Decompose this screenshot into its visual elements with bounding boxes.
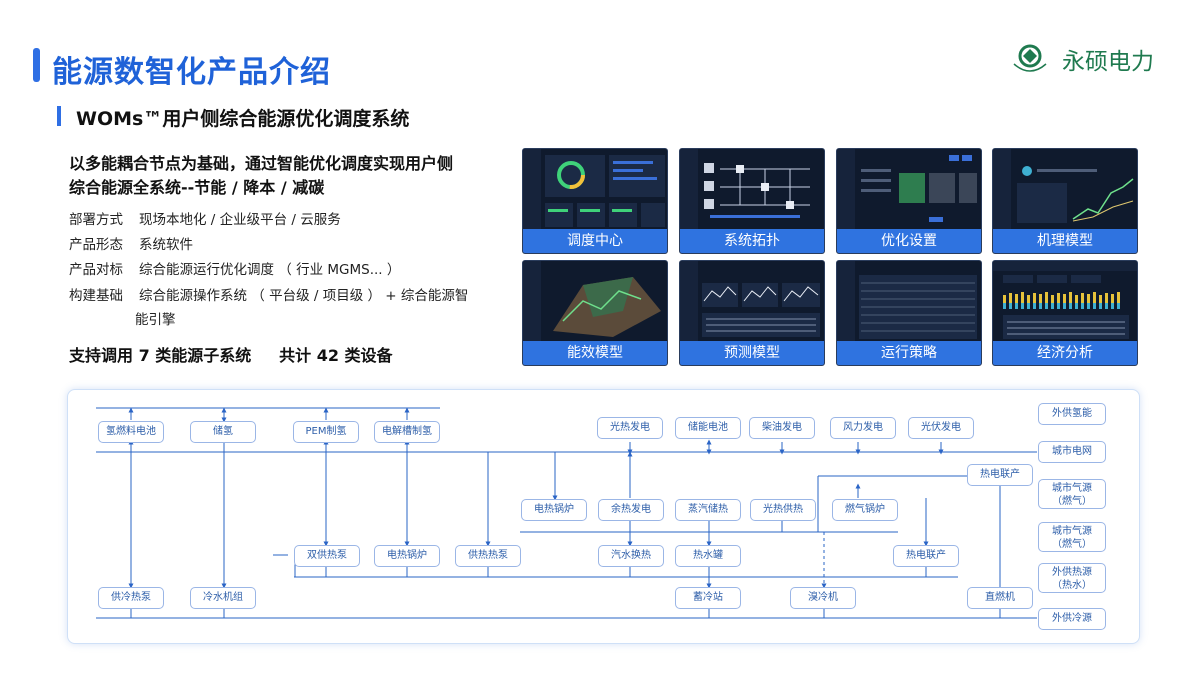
info-row-form: 产品形态系统软件	[69, 235, 193, 255]
headline-line-2: 综合能源全系统--节能 / 降本 / 减碳	[69, 178, 325, 197]
company-logo	[1013, 44, 1047, 72]
screenshot-caption: 经济分析	[993, 341, 1137, 365]
ext-label: （燃气）	[1052, 496, 1092, 507]
diagram-connection-lines	[96, 407, 1037, 619]
screenshot-system-topology[interactable]: 系统拓扑	[679, 148, 825, 254]
info-value: 综合能源运行优化调度 （ 行业 MGMS... ）	[139, 262, 401, 278]
ext-label: 城市气源	[1052, 526, 1092, 537]
node-solar-heat[interactable]: 光热供热	[750, 499, 816, 521]
dispatch-dashboard-preview	[523, 149, 665, 231]
external-heat-supply[interactable]: 外供热源 （热水）	[1038, 563, 1106, 593]
node-steam-exchange[interactable]: 汽水换热	[598, 545, 664, 567]
node-dual-heat-pump[interactable]: 双供热泵	[294, 545, 360, 567]
info-row-benchmark: 产品对标综合能源运行优化调度 （ 行业 MGMS... ）	[69, 260, 400, 280]
node-elec-boiler[interactable]: 电热锅炉	[374, 545, 440, 567]
info-row-foundation-cont: 能引擎	[135, 312, 176, 328]
node-diesel[interactable]: 柴油发电	[749, 417, 815, 439]
screenshot-optimization-settings[interactable]: 优化设置	[836, 148, 982, 254]
strategy-preview	[837, 261, 977, 343]
node-h2-storage[interactable]: 储氢	[190, 421, 256, 443]
forecast-preview	[680, 261, 820, 343]
node-electrolysis[interactable]: 电解槽制氢	[374, 421, 440, 443]
screenshot-caption: 能效模型	[523, 341, 667, 365]
screenshot-caption: 调度中心	[523, 229, 667, 253]
node-chp-bottom[interactable]: 热电联产	[893, 545, 959, 567]
node-chp-top[interactable]: 热电联产	[967, 464, 1033, 486]
subtitle: WOMs™用户侧综合能源优化调度系统	[76, 108, 410, 130]
screenshot-forecast-model[interactable]: 预测模型	[679, 260, 825, 366]
screenshot-caption: 优化设置	[837, 229, 981, 253]
external-h2-supply[interactable]: 外供氢能	[1038, 403, 1106, 425]
node-heat-pump[interactable]: 供热热泵	[455, 545, 521, 567]
node-ice-storage[interactable]: 蓄冷站	[675, 587, 741, 609]
economic-preview	[993, 261, 1137, 339]
external-city-gas-2[interactable]: 城市气源 （燃气）	[1038, 522, 1106, 552]
node-gas-boiler[interactable]: 燃气锅炉	[832, 499, 898, 521]
node-wind[interactable]: 风力发电	[830, 417, 896, 439]
node-hot-water-tank[interactable]: 热水罐	[675, 545, 741, 567]
screenshot-economic-analysis[interactable]: 经济分析	[992, 260, 1138, 366]
support-summary: 支持调用 7 类能源子系统 共计 42 类设备	[69, 346, 393, 365]
ext-label: （燃气）	[1052, 539, 1092, 550]
info-key: 构建基础	[69, 288, 123, 304]
screenshot-caption: 系统拓扑	[680, 229, 824, 253]
node-pem[interactable]: PEM制氢	[293, 421, 359, 443]
node-absorption-chiller[interactable]: 溴冷机	[790, 587, 856, 609]
headline: 以多能耦合节点为基础，通过智能优化调度实现用户侧 综合能源全系统--节能 / 降…	[69, 152, 509, 200]
info-row-foundation: 构建基础综合能源操作系统 （ 平台级 / 项目级 ） + 综合能源智	[69, 286, 468, 306]
info-value: 系统软件	[139, 237, 193, 253]
optimization-preview	[837, 149, 977, 231]
page-title: 能源数智化产品介绍	[52, 55, 331, 90]
info-key: 部署方式	[69, 212, 123, 228]
screenshot-caption: 机理模型	[993, 229, 1137, 253]
topology-preview	[680, 149, 810, 231]
node-pv-thermal-gen[interactable]: 光热发电	[597, 417, 663, 439]
info-key: 产品形态	[69, 237, 123, 253]
ext-label: 城市气源	[1052, 483, 1092, 494]
energy-topology-diagram: 氢燃料电池 储氢 PEM制氢 电解槽制氢 光热发电 储能电池 柴油发电 风力发电…	[67, 389, 1140, 644]
info-value: 现场本地化 / 企业级平台 / 云服务	[139, 212, 341, 228]
screenshot-caption: 预测模型	[680, 341, 824, 365]
external-city-grid[interactable]: 城市电网	[1038, 441, 1106, 463]
ext-label: （热水）	[1052, 580, 1092, 591]
info-row-deploy: 部署方式现场本地化 / 企业级平台 / 云服务	[69, 210, 341, 230]
screenshot-operation-strategy[interactable]: 运行策略	[836, 260, 982, 366]
node-chiller[interactable]: 冷水机组	[190, 587, 256, 609]
screenshot-efficiency-model[interactable]: 能效模型	[522, 260, 668, 366]
brand-name: 永硕电力	[1062, 49, 1154, 75]
info-key: 产品对标	[69, 262, 123, 278]
screenshot-mechanism-model[interactable]: 机理模型	[992, 148, 1138, 254]
screenshot-dispatch-center[interactable]: 调度中心	[522, 148, 668, 254]
title-accent-bar	[33, 48, 40, 82]
ext-label: 外供热源	[1052, 567, 1092, 578]
node-h2-fuel-cell[interactable]: 氢燃料电池	[98, 421, 164, 443]
node-steam-storage[interactable]: 蒸汽储热	[675, 499, 741, 521]
node-waste-heat[interactable]: 余热发电	[598, 499, 664, 521]
efficiency-preview	[523, 261, 661, 343]
headline-line-1: 以多能耦合节点为基础，通过智能优化调度实现用户侧	[69, 154, 454, 173]
external-city-gas-1[interactable]: 城市气源 （燃气）	[1038, 479, 1106, 509]
node-battery[interactable]: 储能电池	[675, 417, 741, 439]
node-cooling-heat-pump[interactable]: 供冷热泵	[98, 587, 164, 609]
external-cooling-supply[interactable]: 外供冷源	[1038, 608, 1106, 630]
screenshot-caption: 运行策略	[837, 341, 981, 365]
node-elec-boiler-top[interactable]: 电热锅炉	[521, 499, 587, 521]
mechanism-preview	[993, 149, 1134, 231]
subtitle-accent-bar	[57, 106, 61, 126]
node-pv[interactable]: 光伏发电	[908, 417, 974, 439]
node-direct-fired[interactable]: 直燃机	[967, 587, 1033, 609]
info-value: 综合能源操作系统 （ 平台级 / 项目级 ） + 综合能源智	[139, 288, 469, 304]
